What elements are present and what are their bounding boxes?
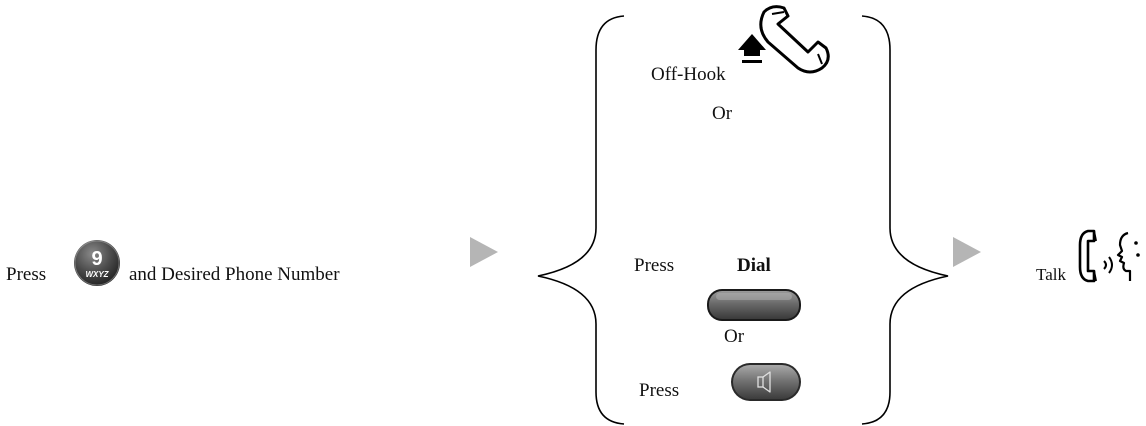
step-arrow-2: [953, 237, 981, 267]
or-label-2: Or: [724, 326, 745, 347]
step-arrow-1: [470, 237, 498, 267]
key-digit: 9: [91, 248, 102, 270]
talk-label: Talk: [1036, 265, 1066, 284]
desired-number-label: and Desired Phone Number: [129, 264, 340, 285]
speaker-icon: [757, 371, 771, 393]
press-label-dial: Press: [634, 255, 675, 276]
or-label-1: Or: [712, 103, 733, 124]
nine-key-icon: 9 WXYZ: [73, 239, 121, 287]
key-letters: WXYZ: [85, 270, 109, 279]
offhook-label: Off-Hook: [651, 64, 726, 85]
dial-softkey-label: Dial: [737, 255, 771, 276]
dial-softkey-button[interactable]: [706, 288, 802, 322]
talk-icon: [1074, 225, 1144, 287]
press-label-step1: Press: [6, 264, 47, 285]
options-brace-right: [860, 14, 950, 426]
handset-off-hook-icon: [728, 2, 838, 80]
options-brace-left: [536, 14, 626, 426]
press-label-speaker: Press: [639, 380, 680, 401]
speaker-button[interactable]: [730, 362, 802, 402]
